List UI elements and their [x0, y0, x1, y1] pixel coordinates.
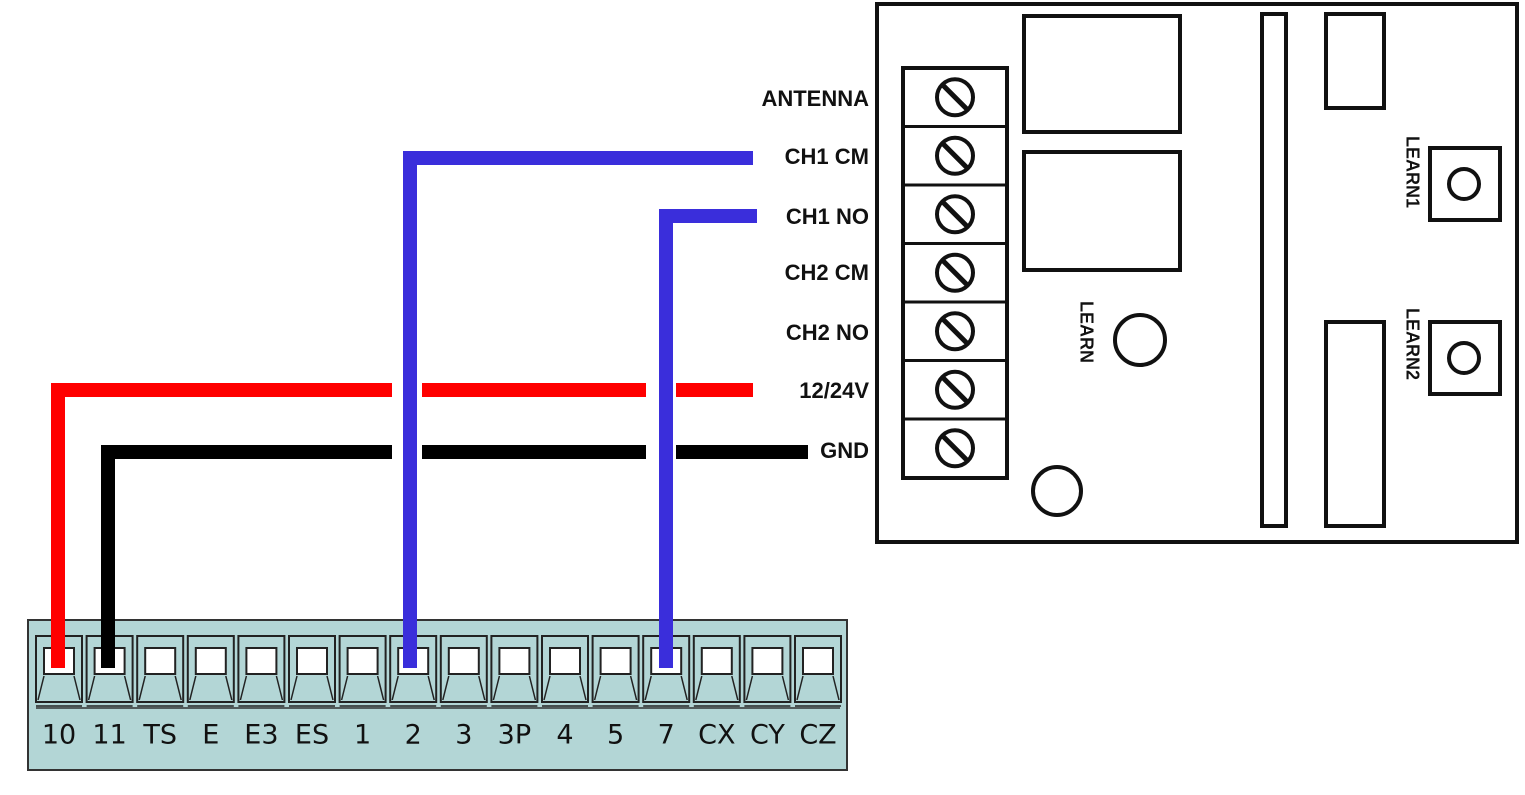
screw-slot	[941, 375, 969, 404]
slot-bevel	[340, 675, 349, 701]
terminal-label: CX	[698, 720, 735, 751]
slot-bevel	[731, 675, 739, 701]
terminal-screw-hole	[498, 647, 531, 675]
learn2-button[interactable]	[1428, 320, 1502, 396]
terminal-screw-hole	[700, 647, 733, 675]
slot-bevel	[427, 675, 435, 701]
terminal-label: 1	[354, 720, 371, 751]
terminal-screw-hole	[144, 647, 177, 675]
slot-bevel	[796, 675, 804, 701]
terminal-label: E3	[244, 720, 278, 751]
slot-bevel	[781, 675, 790, 701]
relay-2	[1022, 150, 1182, 272]
screw-slot	[941, 434, 969, 463]
terminal-label: 3P	[498, 720, 531, 751]
terminal-label: CZ	[799, 720, 836, 751]
terminal-screw-hole	[599, 647, 632, 675]
slot-bevel	[376, 675, 385, 701]
led-indicator	[1031, 465, 1083, 517]
screw-slot	[941, 317, 969, 346]
receiver-terminal-label: GND	[820, 438, 869, 463]
slot-bevel	[745, 675, 754, 701]
controller-terminal-block: 10 11 TS E E3 ES 1 2 3 3P 4 5 7 CX CY CZ	[27, 619, 848, 771]
slot-bevel	[492, 675, 501, 701]
slot-bevel	[593, 675, 602, 701]
slot-bevel	[442, 675, 450, 701]
terminal-label: E	[202, 720, 219, 751]
terminal-screw-hole	[296, 647, 328, 675]
receiver-terminal-label: CH1 CM	[785, 144, 869, 169]
learn-button[interactable]	[1113, 313, 1167, 367]
receiver-terminal-labels: ANTENNA CH1 CM CH1 NO CH2 CM CH2 NO 12/24V GND	[761, 86, 869, 463]
slot-bevel	[326, 675, 334, 701]
relay-1	[1022, 14, 1182, 134]
slot-bevel	[87, 675, 96, 701]
wire-blue-ch1-cm	[403, 151, 753, 668]
terminal-label: TS	[142, 720, 177, 751]
terminal-label: 5	[607, 720, 624, 751]
slot-bevel	[290, 675, 298, 701]
slot-bevel	[37, 675, 45, 701]
terminal-label: 11	[92, 720, 126, 751]
receiver-terminal-label: CH2 CM	[785, 260, 869, 285]
terminal-label: 3	[455, 720, 472, 751]
learn2-label: LEARN2	[1402, 308, 1422, 380]
terminal-label: CY	[750, 720, 785, 751]
wire-red-12-24v	[51, 383, 753, 668]
terminal-label: 2	[405, 720, 422, 751]
slot-bevel	[543, 675, 551, 701]
screw-slot	[941, 141, 969, 170]
slot-bevel	[695, 675, 703, 701]
terminal-label: ES	[295, 720, 329, 751]
learn1-label: LEARN1	[1402, 136, 1422, 208]
slot-bevel	[275, 675, 284, 701]
terminal-label: 4	[556, 720, 573, 751]
wire-blue-ch1-no	[659, 209, 757, 668]
screw-slot	[941, 258, 969, 287]
component-top-right	[1324, 12, 1386, 110]
terminal-screw-hole	[194, 647, 227, 675]
slot-bevel	[189, 675, 197, 701]
component-bottom-right	[1324, 320, 1386, 528]
slot-bevel	[680, 675, 688, 701]
slot-bevel	[138, 675, 146, 701]
receiver-board: LEARN LEARN1 LEARN2	[875, 2, 1519, 544]
slot-bevel	[73, 675, 81, 701]
slot-bevel	[225, 675, 233, 701]
slot-bevel	[391, 675, 399, 701]
learn2-button-circle-icon	[1447, 341, 1481, 375]
learn1-button[interactable]	[1428, 146, 1502, 222]
receiver-terminal-label: ANTENNA	[761, 86, 869, 111]
terminal-screw-hole	[346, 647, 379, 675]
screw-slot	[941, 200, 969, 229]
slot-bevel	[579, 675, 587, 701]
screw-slot	[941, 83, 969, 112]
slot-bevel	[832, 675, 840, 701]
receiver-terminal-label: CH2 NO	[786, 320, 869, 345]
slot-bevel	[174, 675, 182, 701]
screw-terminal-block	[901, 66, 1009, 480]
learn-label: LEARN	[1076, 301, 1096, 363]
terminal-label: 10	[42, 720, 76, 751]
slot-bevel	[644, 675, 652, 701]
wires	[51, 151, 808, 668]
terminal-label: 7	[658, 720, 675, 751]
slot-bevel	[478, 675, 486, 701]
slot-bevel	[123, 675, 132, 701]
slot-bevel	[528, 675, 537, 701]
terminal-screw-hole	[245, 647, 278, 675]
learn1-button-circle-icon	[1447, 167, 1481, 201]
slot-bevel	[239, 675, 248, 701]
terminal-screw-hole	[802, 647, 834, 675]
terminal-screw-hole	[447, 647, 480, 675]
vertical-strip	[1260, 12, 1288, 528]
slot-bevel	[629, 675, 638, 701]
terminal-screw-hole	[751, 647, 784, 675]
wire-black-gnd	[101, 445, 808, 668]
terminal-screw-hole	[549, 647, 581, 675]
receiver-terminal-label: 12/24V	[799, 378, 869, 403]
receiver-terminal-label: CH1 NO	[786, 204, 869, 229]
